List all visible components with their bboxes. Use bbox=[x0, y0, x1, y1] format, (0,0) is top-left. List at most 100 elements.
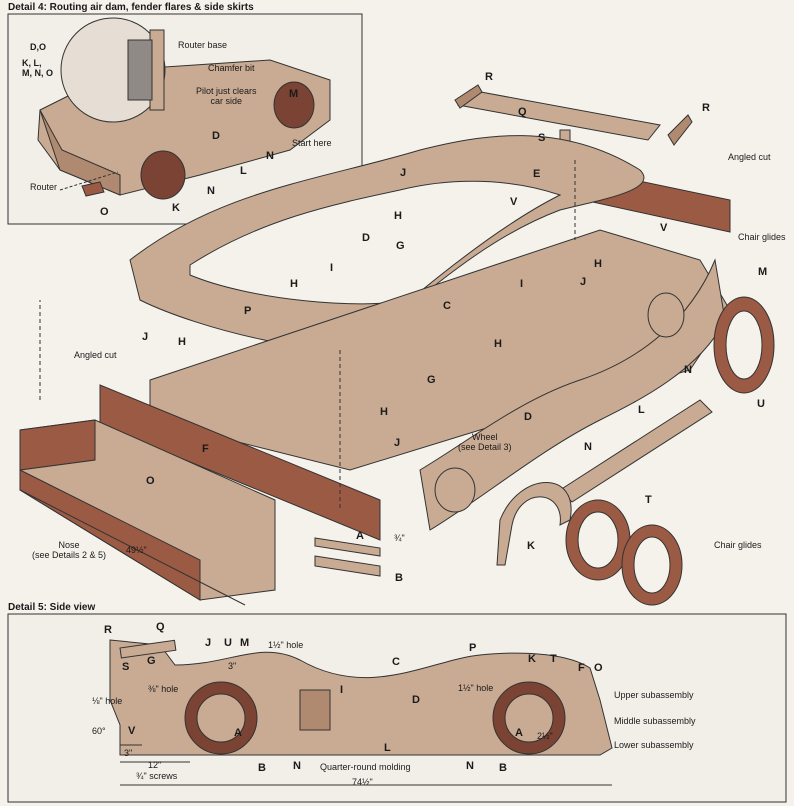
part-j-left: J bbox=[142, 331, 149, 343]
part-b-d5-left: B bbox=[258, 762, 266, 774]
label-wheel-note: Wheel (see Detail 3) bbox=[458, 432, 512, 452]
label-klmno: K, L, M, N, O bbox=[22, 58, 53, 78]
piece-a bbox=[314, 537, 381, 557]
part-n-d5-left: N bbox=[293, 760, 301, 772]
label-hole-3-8: ⅜" hole bbox=[148, 684, 179, 694]
part-r-right: R bbox=[702, 102, 710, 114]
part-k-d4: K bbox=[172, 202, 180, 214]
label-router: Router bbox=[30, 182, 58, 192]
detail4-front-wheel bbox=[140, 150, 186, 200]
label-dim-nose: 49½" bbox=[126, 545, 147, 555]
part-f: F bbox=[202, 443, 209, 455]
part-p-d5: P bbox=[469, 642, 477, 654]
detail4-bit bbox=[127, 39, 153, 101]
label-angle-60: 60° bbox=[92, 726, 106, 736]
part-s: S bbox=[538, 132, 546, 144]
label-nose-note: Nose (see Details 2 & 5) bbox=[32, 540, 107, 560]
part-n-lower: N bbox=[584, 441, 592, 453]
endplate-r-right bbox=[667, 114, 693, 146]
part-o-d4: O bbox=[100, 206, 109, 218]
label-middle: Middle subassembly bbox=[614, 716, 696, 726]
detail4-car-front bbox=[39, 109, 121, 196]
label-hole-1-5-top: 1½" hole bbox=[268, 640, 304, 650]
part-i-top: I bbox=[330, 262, 334, 274]
label-dim-74: 74½" bbox=[352, 777, 373, 787]
part-k-d5: K bbox=[528, 653, 536, 665]
part-d-d4: D bbox=[212, 130, 220, 142]
label-start-here: Start here bbox=[292, 138, 332, 148]
part-s-d5: S bbox=[122, 661, 130, 673]
part-o-main: O bbox=[146, 475, 155, 487]
part-d-d5: D bbox=[412, 694, 420, 706]
part-n-d5-right: N bbox=[466, 760, 474, 772]
part-g-main: G bbox=[427, 374, 436, 386]
label-chair-glides-bottom: Chair glides bbox=[714, 540, 762, 550]
part-t: T bbox=[645, 494, 652, 506]
top-frame-opening bbox=[189, 180, 562, 305]
part-h-top: H bbox=[394, 210, 402, 222]
side-vent bbox=[299, 689, 331, 731]
part-b-main: B bbox=[395, 572, 403, 584]
part-b-d5-right: B bbox=[499, 762, 507, 774]
part-n-d4: N bbox=[266, 150, 274, 162]
part-m-d5: M bbox=[240, 637, 250, 649]
side-view-spoiler bbox=[119, 639, 177, 659]
part-v-d5: V bbox=[128, 725, 136, 737]
part-g-top: G bbox=[396, 240, 405, 252]
hub-rear bbox=[647, 292, 685, 338]
endplate-r-left bbox=[454, 84, 483, 109]
part-r-left: R bbox=[485, 71, 493, 83]
part-e: E bbox=[533, 168, 541, 180]
part-k-main: K bbox=[527, 540, 535, 552]
part-h-mid: H bbox=[290, 278, 298, 290]
label-router-base: Router base bbox=[178, 40, 228, 50]
detail4-router bbox=[81, 181, 105, 197]
part-l-d5: L bbox=[384, 742, 391, 754]
part-a-d5-left: A bbox=[234, 727, 242, 739]
part-a-main: A bbox=[356, 530, 364, 542]
part-j-lower: J bbox=[394, 437, 401, 449]
part-h-right: H bbox=[594, 258, 602, 270]
part-h-center: H bbox=[494, 338, 502, 350]
label-dim-3-axle: 3" bbox=[228, 661, 237, 671]
part-q: Q bbox=[518, 106, 527, 118]
label-upper: Upper subassembly bbox=[614, 690, 694, 700]
part-g-d5: G bbox=[147, 655, 156, 667]
part-d-lower: D bbox=[524, 411, 532, 423]
part-i-d5: I bbox=[340, 684, 344, 696]
part-p: P bbox=[244, 305, 252, 317]
label-d-o: D,O bbox=[30, 42, 47, 52]
part-d-main: D bbox=[362, 232, 370, 244]
part-t-d5: T bbox=[550, 653, 557, 665]
hub-front bbox=[434, 467, 476, 513]
part-r-d5: R bbox=[104, 624, 112, 636]
label-angled-cut-right: Angled cut bbox=[728, 152, 771, 162]
spoiler-q bbox=[457, 89, 661, 141]
label-dim-3: 3" bbox=[124, 748, 133, 758]
part-q-d5: Q bbox=[156, 621, 165, 633]
fender-k bbox=[496, 482, 572, 566]
label-dim-2-5: 2½" bbox=[537, 731, 553, 741]
part-u: U bbox=[757, 398, 765, 410]
label-pilot: Pilot just clears car side bbox=[196, 86, 257, 106]
part-m-d4: M bbox=[289, 88, 299, 100]
part-h-left: H bbox=[178, 336, 186, 348]
label-dim-b: ¾" bbox=[394, 533, 405, 543]
label-hole-1-8: ⅛" hole bbox=[92, 696, 123, 706]
part-j-top: J bbox=[400, 167, 407, 179]
part-i-main: I bbox=[520, 278, 524, 290]
label-quarter-round: Quarter-round molding bbox=[320, 762, 411, 772]
part-c: C bbox=[443, 300, 451, 312]
part-m-main: M bbox=[758, 266, 768, 278]
part-l-main: L bbox=[638, 404, 645, 416]
part-o-d5: O bbox=[594, 662, 603, 674]
part-u-d5: U bbox=[224, 637, 232, 649]
label-lower: Lower subassembly bbox=[614, 740, 694, 750]
part-n-main: N bbox=[684, 364, 692, 376]
part-h-lower: H bbox=[380, 406, 388, 418]
detail4-rear-wheel bbox=[273, 81, 315, 129]
label-hole-1-5-right: 1½" hole bbox=[458, 683, 494, 693]
part-c-d5: C bbox=[392, 656, 400, 668]
label-dim-12: 12" bbox=[148, 760, 162, 770]
